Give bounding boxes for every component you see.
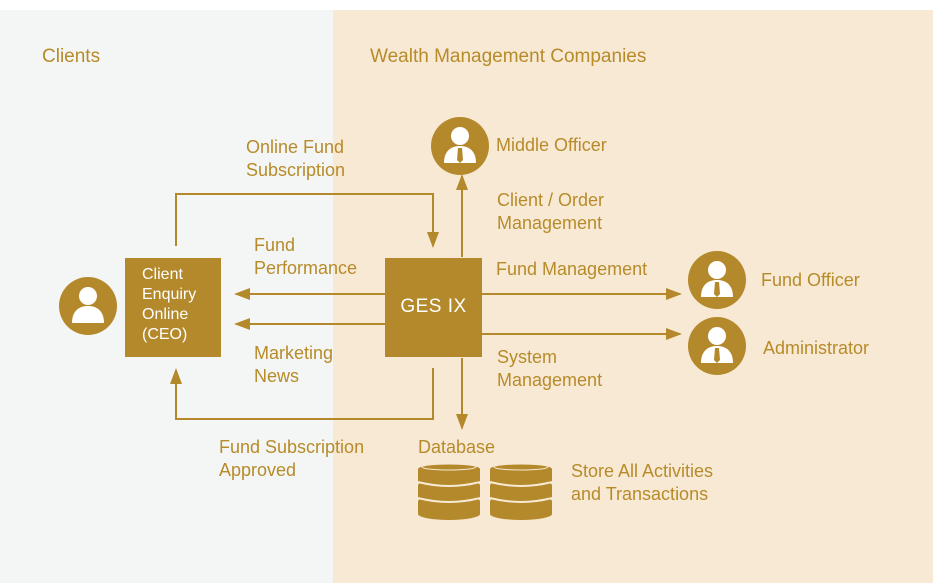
ceo-node: Client Enquiry Online (CEO) [125, 258, 221, 357]
marketing-news-label: Marketing News [254, 343, 334, 386]
middle-officer-label: Middle Officer [496, 135, 607, 155]
online-fund-subscription-label: Online Fund Subscription [246, 137, 346, 180]
administrator-icon [688, 317, 746, 375]
administrator-label: Administrator [763, 338, 870, 358]
fund-subscription-approved-label: Fund Subscription Approved [219, 437, 365, 480]
fund-officer-label: Fund Officer [761, 270, 860, 290]
database-cylinder-right [489, 463, 553, 520]
database-cylinder-left [417, 463, 481, 520]
ges-ix-node: GES IX [385, 258, 482, 357]
fund-performance-label: Fund Performance [254, 235, 358, 278]
clients-section-title: Clients [42, 46, 101, 67]
client-user-icon [59, 277, 117, 335]
ceo-node-label: Client Enquiry Online (CEO) [142, 266, 197, 343]
ges-ix-node-label: GES IX [400, 296, 467, 317]
flow-online-subscription-line [175, 193, 439, 248]
client-order-management-label: Client / Order Management [497, 190, 605, 233]
database-icon [417, 463, 553, 520]
database-note: Store All Activities and Transactions [571, 461, 714, 504]
fund-management-label: Fund Management [496, 259, 648, 279]
flow-subscription-approved-line [170, 368, 434, 420]
system-management-label: System Management [497, 347, 603, 390]
fund-officer-icon [688, 251, 746, 309]
database-label: Database [418, 437, 496, 457]
wealth-section-title: Wealth Management Companies [370, 46, 647, 67]
middle-officer-icon [431, 117, 489, 175]
